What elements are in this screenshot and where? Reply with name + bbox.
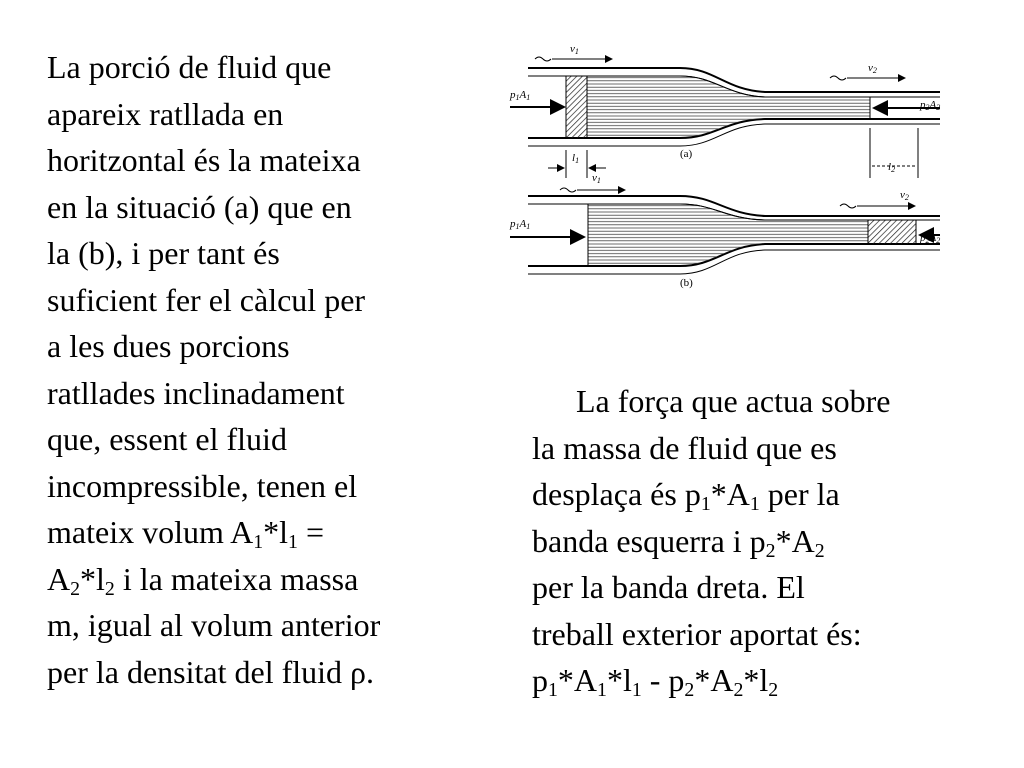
l1-label: l1 [572,152,579,165]
right-line: La força que actua sobre [576,383,891,419]
left-line: apareix ratllada en [47,95,284,132]
left-line: en la situació (a) que en [47,188,352,225]
v2-label: v2 [868,62,877,75]
left-paragraph: La porció de fluid que apareix ratllada … [47,44,487,695]
pipe-flow-diagram: v1 v2 p1A1 p2A2 l1 (a) l2 v1 v2 [509,43,940,289]
l2-label: l2 [888,161,895,174]
label-a: (a) [680,148,693,160]
diagram-a: v1 v2 p1A1 p2A2 l1 (a) l2 [509,43,940,178]
work-equation-line: p1*A1*l1 - p2*A2*l2 [532,662,779,701]
left-hatched-slug-a [565,75,588,139]
left-line: horitzontal és la mateixa [47,142,361,178]
right-line: per la banda dreta. El [532,569,805,605]
left-line: suficient fer el càlcul per [47,281,366,318]
left-line: La porció de fluid que [47,49,332,85]
left-line: m, igual al volum anterior [47,607,381,643]
left-line: que, essent el fluid [47,421,287,457]
volume-equation-line: mateix volum A1*l1 = [47,514,324,553]
left-line: incompressible, tenen el [47,467,358,504]
p2a2-label-b: p2A2 [919,232,940,245]
force-line-2: banda esquerra i p2*A2 [532,522,825,562]
diagram-b: v1 v2 p1A1 p2A2 (b) [509,172,940,289]
left-line: ratllades inclinadament [47,374,345,411]
volume-equation-line-2: A2*l2 i la mateixa massa [47,560,359,600]
right-line: la massa de fluid que es [532,429,837,466]
v2-label-b: v2 [900,189,909,202]
left-line: la (b), i per tant és [47,235,280,271]
force-line-1: desplaça és p1*A1 per la [532,476,840,515]
v1-label: v1 [570,43,579,56]
p2a2-label-a: p2A2 [919,99,940,112]
v1-label-b: v1 [592,172,601,185]
right-line: treball exterior aportat és: [532,615,862,652]
p1a1-label-b: p1A1 [509,218,530,231]
p1a1-label-a: p1A1 [509,89,530,102]
right-hatched-slug-b [867,219,917,245]
left-line: a les dues porcions [47,328,290,364]
left-line: per la densitat del fluid ρ. [47,653,374,690]
right-paragraph: La força que actua sobre la massa de flu… [532,378,1002,704]
label-b: (b) [680,277,693,289]
